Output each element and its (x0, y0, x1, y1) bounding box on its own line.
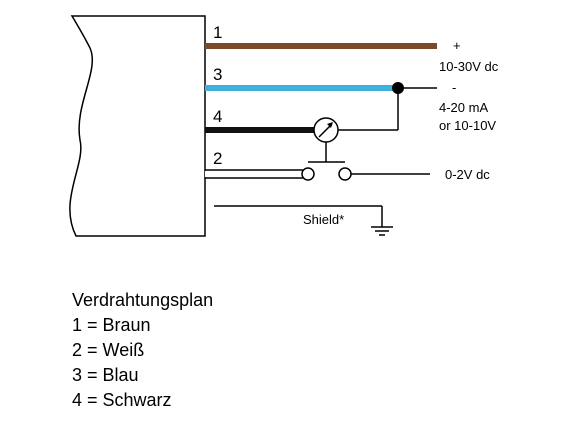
wire-3-number: 3 (213, 65, 222, 84)
switch-output-label: 0-2V dc (445, 167, 490, 182)
switch-contact-icon (301, 142, 352, 181)
legend-item: 2 = Weiß (72, 340, 145, 360)
sensor-housing (69, 15, 206, 237)
meter-icon (313, 117, 339, 143)
wire-4-number: 4 (213, 107, 222, 126)
wiring-legend: Verdrahtungsplan 1 = Braun 2 = Weiß 3 = … (72, 288, 213, 413)
voltage-alt-label: or 10-10V (439, 118, 496, 133)
legend-item: 4 = Schwarz (72, 390, 172, 410)
wire-1-number: 1 (213, 23, 222, 42)
legend-title: Verdrahtungsplan (72, 290, 214, 310)
current-label: 4-20 mA (439, 100, 488, 115)
wire-2-number: 2 (213, 149, 222, 168)
minus-label: - (452, 80, 456, 95)
shield-label: Shield* (303, 212, 344, 227)
plus-label: + (453, 38, 461, 53)
ground-icon (371, 226, 393, 236)
supply-label: 10-30V dc (439, 59, 499, 74)
legend-item: 1 = Braun (72, 315, 151, 335)
legend-item: 3 = Blau (72, 365, 139, 385)
